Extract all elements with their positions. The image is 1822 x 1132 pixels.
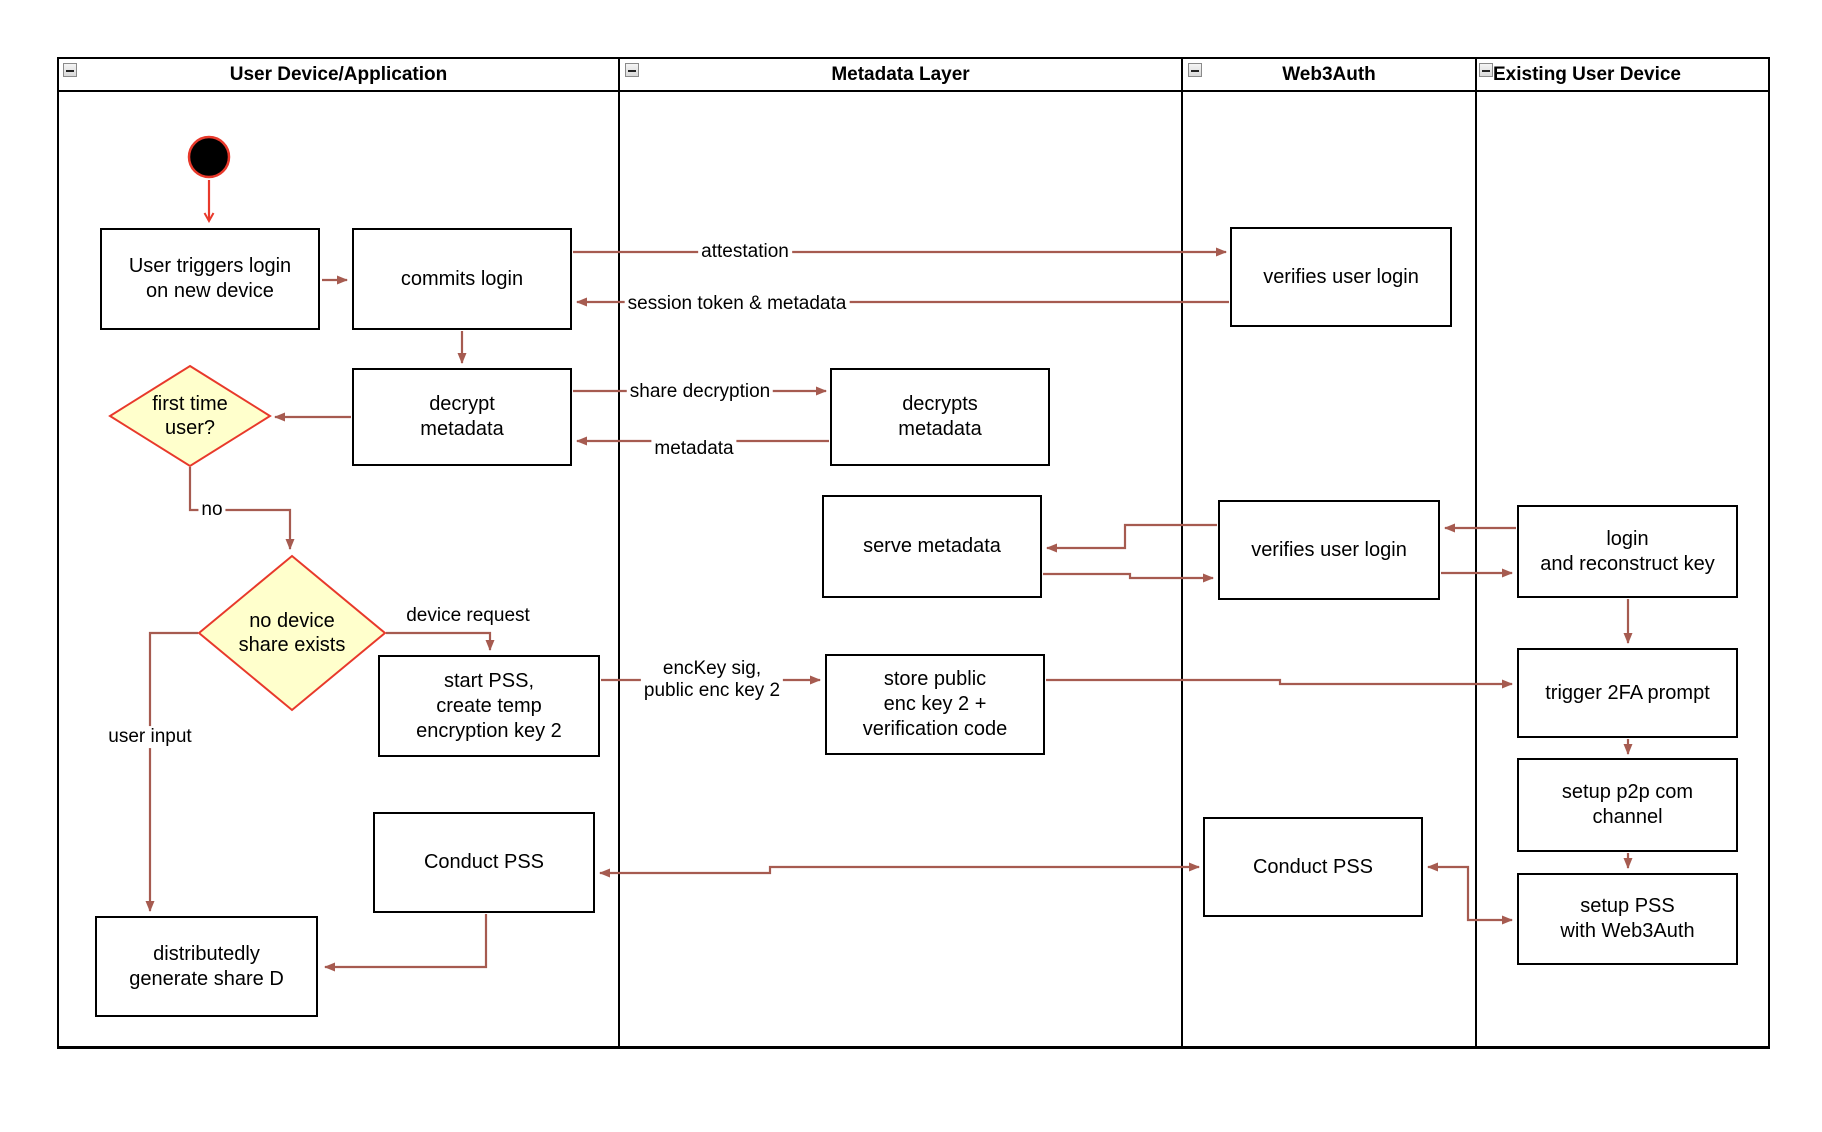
minus-glyph — [66, 70, 74, 72]
edge-label-share-decryption: share decryption — [626, 381, 774, 403]
edge-store-to-2fa — [1046, 678, 1513, 689]
collapse-icon[interactable] — [1188, 63, 1202, 77]
node-start-pss[interactable]: start PSS, create temp encryption key 2 — [378, 655, 600, 757]
lane-divider-2 — [1181, 57, 1183, 1049]
lane-title-metadata-layer: Metadata Layer — [831, 64, 970, 85]
node-trigger-2fa-prompt[interactable]: trigger 2FA prompt — [1517, 648, 1738, 738]
node-verifies-user-login-1[interactable]: verifies user login — [1230, 227, 1452, 327]
node-verifies-user-login-2[interactable]: verifies user login — [1218, 500, 1440, 600]
lane-title-web3auth: Web3Auth — [1282, 64, 1376, 85]
lane-title-user-device: User Device/Application — [229, 64, 448, 85]
collapse-icon[interactable] — [1479, 63, 1493, 77]
node-conduct-pss-device[interactable]: Conduct PSS — [373, 812, 595, 913]
frame-right — [1768, 57, 1770, 1049]
edge-no — [188, 467, 295, 550]
edge-label-no: no — [198, 499, 226, 521]
minus-glyph — [628, 70, 636, 72]
lane-divider-3 — [1475, 57, 1477, 1049]
frame-bottom — [57, 1046, 1770, 1049]
node-store-public-enc-key[interactable]: store public enc key 2 + verification co… — [825, 654, 1045, 755]
frame-top — [57, 57, 1770, 59]
node-setup-p2p-channel[interactable]: setup p2p com channel — [1517, 758, 1738, 852]
edge-label-enckey: encKey sig, public enc key 2 — [640, 658, 784, 702]
minus-glyph — [1191, 70, 1199, 72]
node-user-triggers-login[interactable]: User triggers login on new device — [100, 228, 320, 330]
decision-no-device-share[interactable] — [197, 554, 387, 712]
decision-label-no-device-share: no device share exists — [238, 610, 346, 656]
edge-label-device-request: device request — [406, 605, 530, 627]
lane-title-existing-user-device: Existing User Device — [1493, 64, 1681, 85]
node-setup-pss-with-web3auth[interactable]: setup PSS with Web3Auth — [1517, 873, 1738, 965]
decision-label-first-time-user: first time user? — [152, 393, 228, 439]
start-node[interactable] — [187, 135, 231, 179]
edge-user-input — [145, 631, 198, 912]
node-decrypt-metadata[interactable]: decrypt metadata — [352, 368, 572, 466]
lane-divider-1 — [618, 57, 620, 1049]
collapse-icon[interactable] — [63, 63, 77, 77]
edge-conduct-pss-link — [599, 862, 1200, 878]
node-serve-metadata[interactable]: serve metadata — [822, 495, 1042, 598]
edge-label-user-input: user input — [105, 726, 195, 748]
minus-glyph — [1482, 70, 1490, 72]
edge-device-request — [386, 631, 495, 651]
edge-serve-to-verifies2 — [1043, 572, 1214, 583]
edge-label-metadata: metadata — [651, 438, 737, 460]
edge-verifies2-to-serve — [1046, 523, 1217, 553]
decision-first-time-user[interactable] — [108, 364, 272, 468]
edge-label-session-token: session token & metadata — [624, 293, 850, 315]
node-login-and-reconstruct-key[interactable]: login and reconstruct key — [1517, 505, 1738, 598]
node-distributedly-generate-share[interactable]: distributedly generate share D — [95, 916, 318, 1017]
edge-conduct-to-distributedly — [324, 914, 488, 972]
collapse-icon[interactable] — [625, 63, 639, 77]
node-commits-login[interactable]: commits login — [352, 228, 572, 330]
edge-setup-pss-conduct-pss — [1427, 862, 1513, 925]
frame-left — [57, 57, 59, 1049]
node-decrypts-metadata[interactable]: decrypts metadata — [830, 368, 1050, 466]
node-conduct-pss-web3auth[interactable]: Conduct PSS — [1203, 817, 1423, 917]
edge-label-attestation: attestation — [698, 241, 792, 263]
header-divider — [57, 90, 1770, 92]
